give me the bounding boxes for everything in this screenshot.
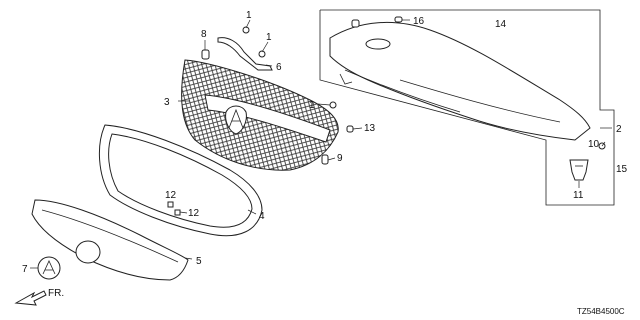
callout-10: 10: [588, 139, 600, 150]
front-direction-arrow-icon: [14, 290, 47, 306]
garnish-inner-line: [41, 209, 179, 263]
callout-3: 3: [164, 97, 170, 108]
bolt-1b: [258, 50, 266, 58]
undercover-group: [319, 9, 615, 206]
callout-12a: 12: [165, 190, 177, 201]
callout-14: 14: [495, 19, 507, 30]
cover-clip-16: [394, 16, 403, 23]
emblem-mount-mark: [228, 108, 244, 129]
callout-1b: 1: [266, 32, 272, 43]
frame-clip-12b: [174, 209, 181, 216]
callout-12b: 12: [188, 208, 200, 219]
frame-clip-12a: [167, 201, 174, 208]
cover-side-bracket: [339, 73, 353, 85]
callout-13: 13: [364, 123, 376, 134]
grille-emblem-mount: [225, 105, 247, 135]
upper-cover-panel[interactable]: [329, 22, 591, 141]
callout-1a: 1: [246, 10, 252, 21]
undercover-box-outline: [319, 9, 615, 206]
clip-8: [201, 49, 210, 60]
grille-group: [181, 26, 354, 171]
garnish-group: [31, 199, 189, 281]
callout-6: 6: [276, 62, 282, 73]
callout-15: 15: [616, 164, 628, 175]
callout-16: 16: [413, 16, 425, 27]
callout-5: 5: [196, 256, 202, 267]
upper-cover-contour: [344, 69, 561, 123]
cover-opening: [365, 38, 391, 50]
direction-label: FR.: [48, 288, 64, 299]
callout-8: 8: [201, 29, 207, 40]
callout-7: 7: [22, 264, 28, 275]
bracket-6[interactable]: [217, 37, 273, 71]
cover-clip-1: [351, 19, 360, 28]
clip-13: [346, 125, 354, 133]
bolt-1c: [329, 101, 337, 109]
frame-group: [98, 124, 263, 237]
callout-4: 4: [259, 211, 265, 222]
emblem-mark: [42, 260, 56, 275]
garnish-emblem-recess: [75, 240, 101, 264]
callout-1c: 1: [309, 100, 315, 111]
clip-9: [321, 154, 329, 165]
callout-2: 2: [616, 124, 622, 135]
lower-garnish[interactable]: [31, 199, 189, 281]
diagram-code: TZ54B4500C: [577, 307, 625, 316]
grille-frame-inner: [108, 133, 253, 228]
callout-11: 11: [573, 190, 584, 201]
callout-labels: 1 1 1 2 3 4 5 6 7 8 9 10 11 12 12 13 14 …: [22, 10, 628, 275]
leader-lines: [30, 19, 612, 269]
callout-9: 9: [337, 153, 343, 164]
bolt-1a: [242, 26, 250, 34]
clip-11: [569, 159, 589, 181]
